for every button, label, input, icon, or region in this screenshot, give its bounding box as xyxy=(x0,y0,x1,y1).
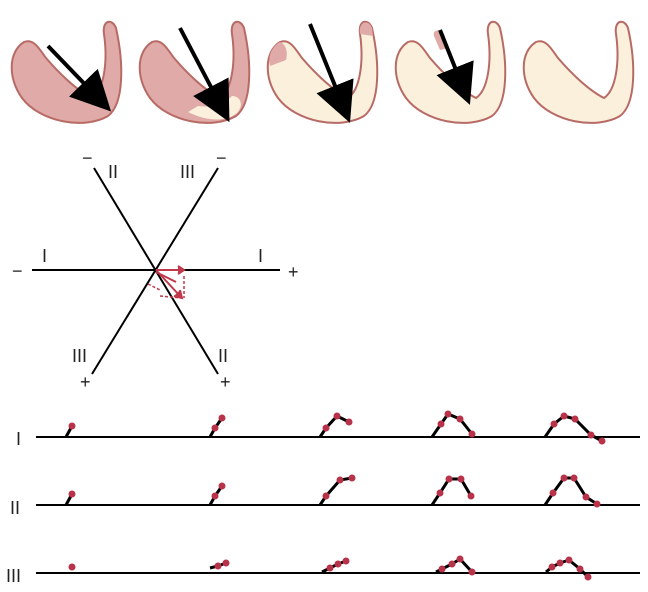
depolarized-region xyxy=(359,22,373,36)
heart-panel-1 xyxy=(10,20,123,124)
lead-II-label-bottom: II xyxy=(218,346,228,366)
trace-label-I: I xyxy=(16,429,21,449)
vector-arrow xyxy=(178,27,230,123)
vector-arrow xyxy=(436,29,474,105)
lead-II-waveforms xyxy=(64,474,601,508)
lead-III-negative-sign: − xyxy=(216,148,227,168)
lead-I-waveforms xyxy=(64,410,606,445)
vector-arrow xyxy=(46,44,112,112)
lead-III-axis xyxy=(91,167,219,375)
depolarized-region xyxy=(269,42,287,66)
ventricle-shape xyxy=(522,20,635,124)
lead-I-label-left: I xyxy=(42,246,47,266)
heart-panel-2 xyxy=(138,20,251,124)
lead-II-label-top: II xyxy=(108,162,118,182)
lead-III-label-bottom: III xyxy=(72,346,87,366)
lead-I-negative-sign: − xyxy=(12,261,23,281)
heart-panel-5 xyxy=(522,20,635,124)
lead-III-positive-sign: + xyxy=(80,372,91,392)
vector-arrow xyxy=(308,23,354,123)
heart-panel-3 xyxy=(266,20,379,124)
trace-label-II: II xyxy=(10,498,20,518)
lead-II-positive-sign: + xyxy=(220,372,231,392)
heart-panel-4 xyxy=(394,20,507,124)
ventricle-shape xyxy=(10,20,123,124)
lead-I-positive-sign: + xyxy=(288,262,299,282)
trace-label-III: III xyxy=(6,566,21,586)
lead-I-label-right: I xyxy=(258,246,263,266)
hexaxial-diagram: I I − + II − II + III − III + xyxy=(12,148,299,392)
lead-III-waveforms xyxy=(68,555,592,581)
ventricle-shape xyxy=(266,20,379,124)
axis-projection-vectors xyxy=(147,265,186,300)
ecg-traces: I II III xyxy=(6,410,640,586)
lead-II-negative-sign: − xyxy=(82,148,93,168)
ventricle-shape xyxy=(394,20,507,124)
lead-III-label-top: III xyxy=(180,162,195,182)
